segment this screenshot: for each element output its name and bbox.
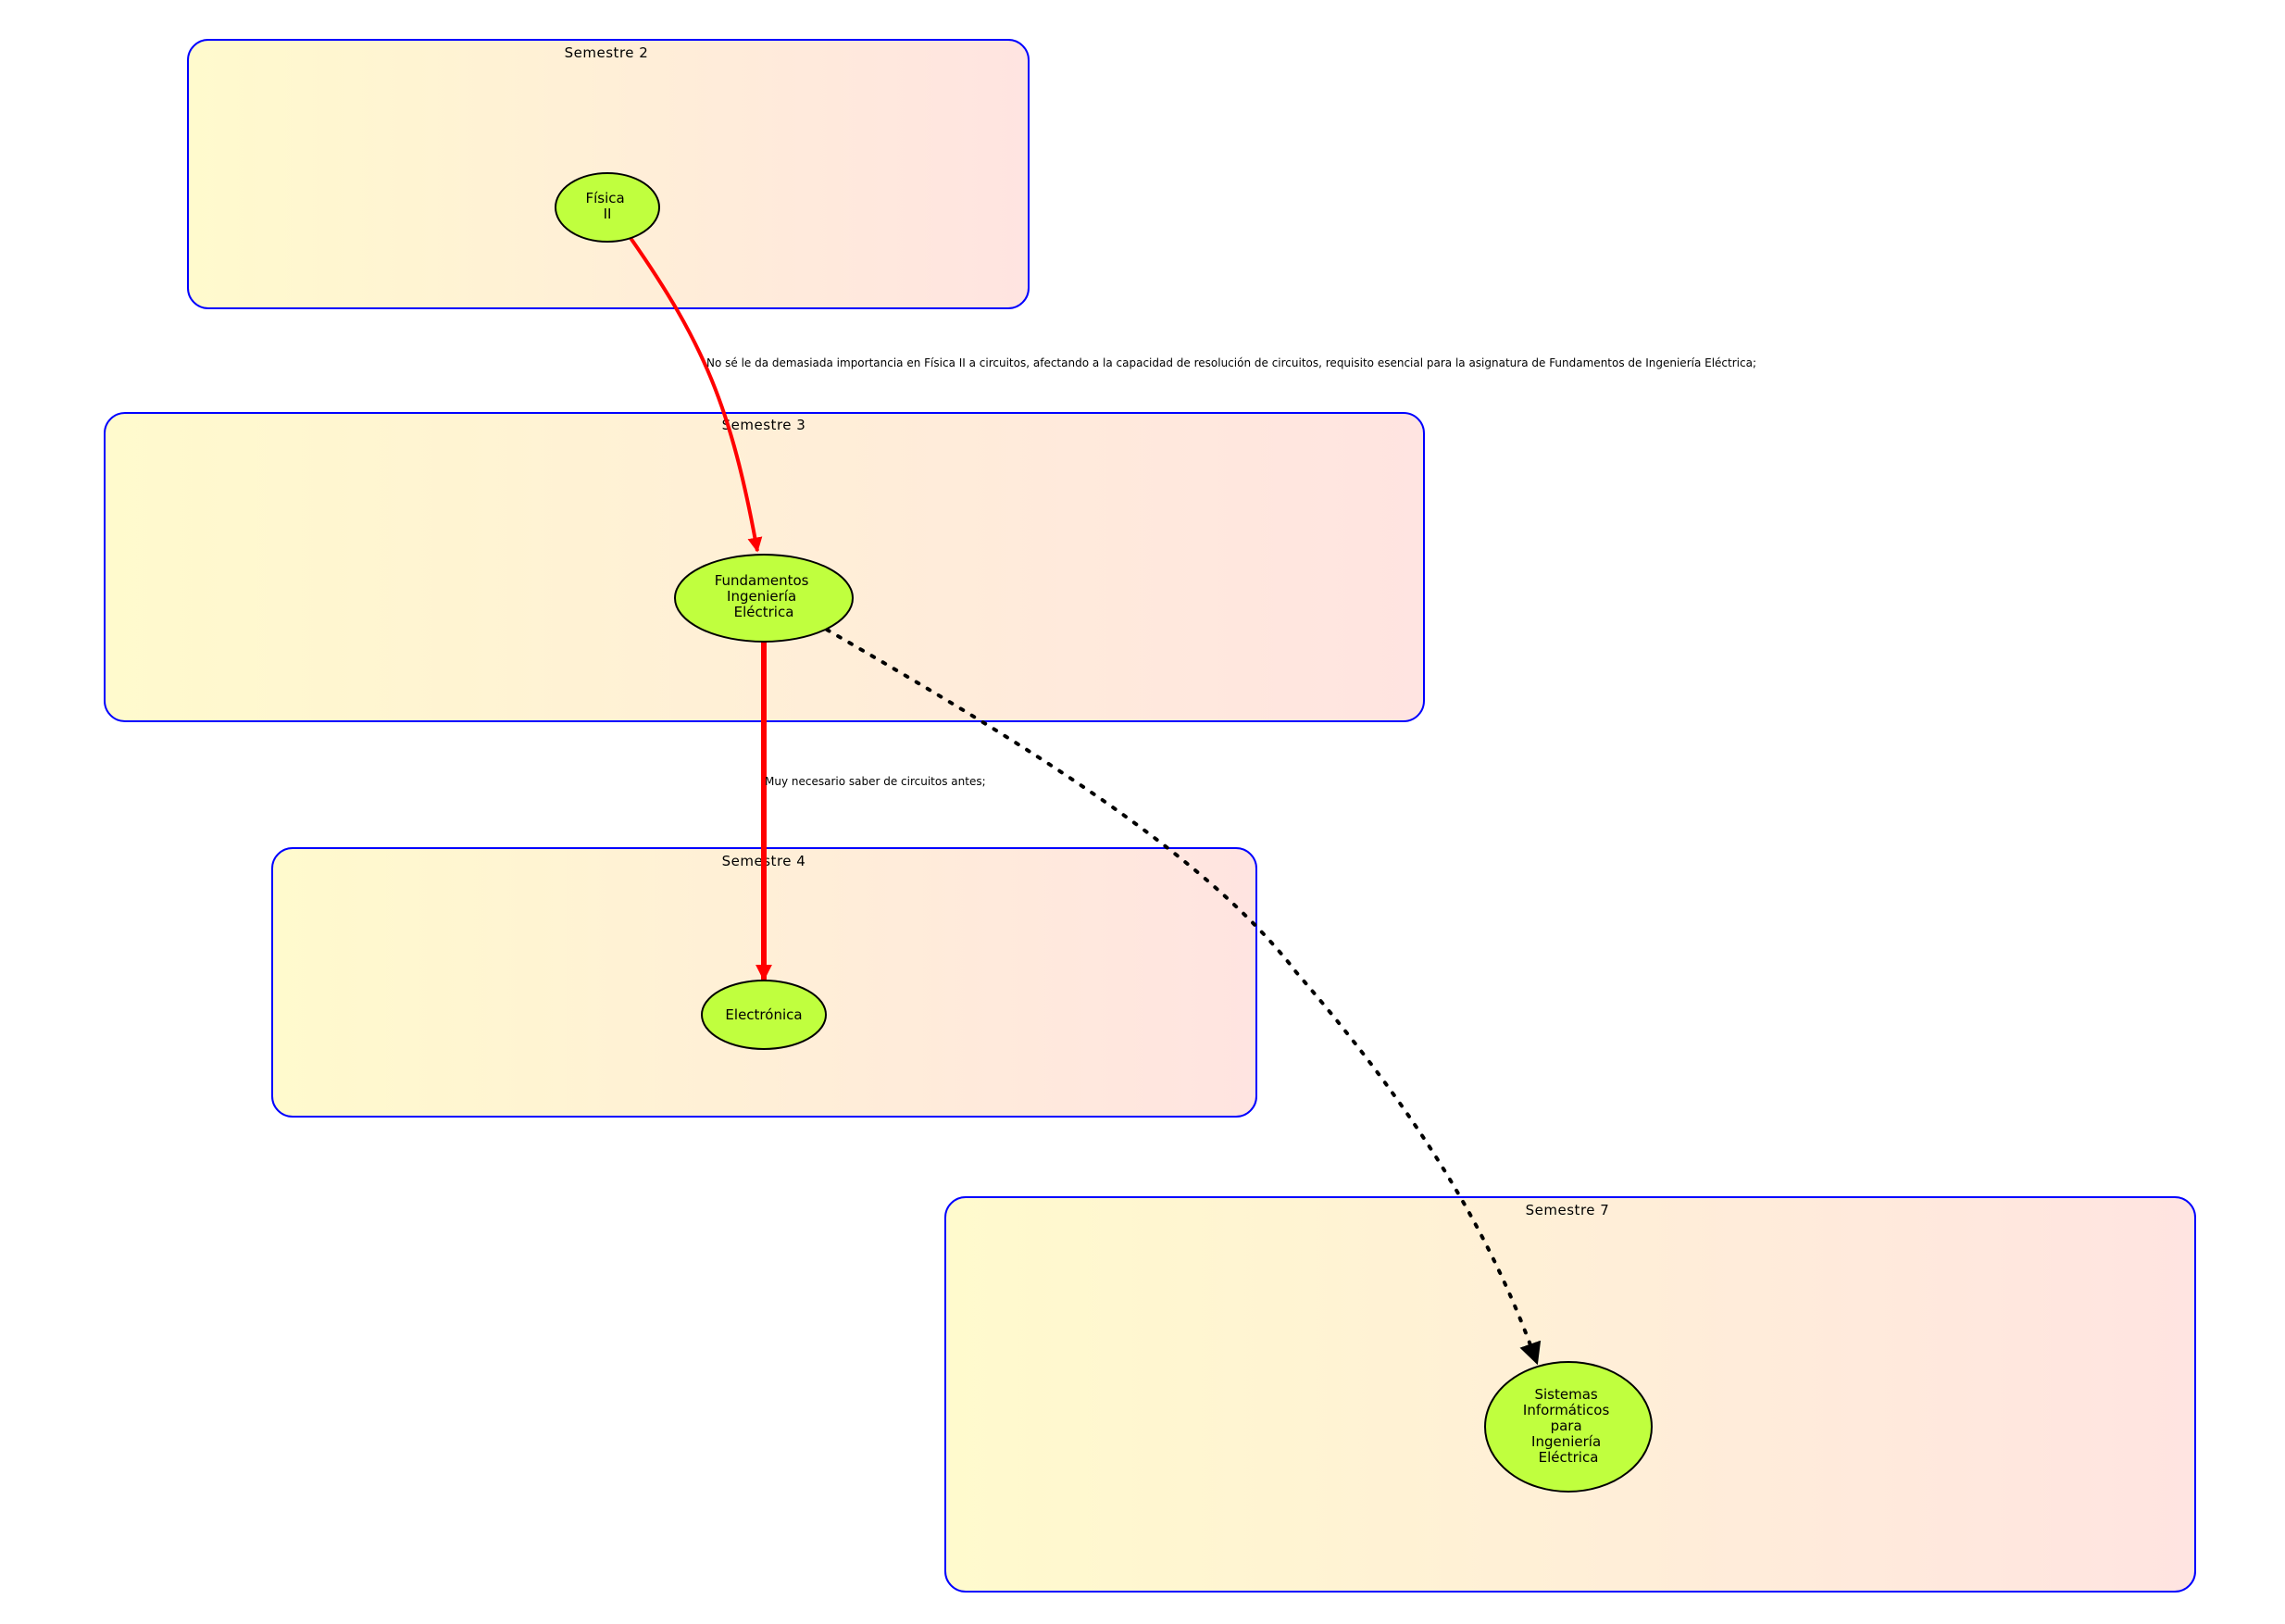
cluster-semestre-2-label: Semestre 2 <box>565 44 649 61</box>
edge-fie-to-siie <box>825 628 1542 1366</box>
cluster-semestre-3-label: Semestre 3 <box>722 417 806 433</box>
edge-fisica2-to-fie-label: No sé le da demasiada importancia en Fís… <box>706 356 1756 369</box>
node-electronica-label: Electrónica <box>725 1006 802 1023</box>
node-sistemas-informaticos-shape <box>1484 1361 1653 1493</box>
node-fundamentos-ingenieria-electrica-shape <box>674 554 854 643</box>
node-electronica[interactable]: Electrónica <box>701 980 827 1050</box>
node-fundamentos-ingenieria-electrica-label: Fundamentos Ingeniería Eléctrica <box>715 572 814 620</box>
edge-fisica2-to-fie-line <box>629 236 763 553</box>
edge-fie-to-electronica-label: Muy necesario saber de circuitos antes; <box>765 775 986 788</box>
cluster-semestre-7-label: Semestre 7 <box>1526 1202 1610 1218</box>
node-fundamentos-ingenieria-electrica[interactable]: Fundamentos Ingeniería Eléctrica <box>674 554 854 643</box>
node-sistemas-informaticos[interactable]: Sistemas Informáticos para Ingeniería El… <box>1484 1361 1653 1493</box>
node-electronica-shape <box>701 980 827 1050</box>
node-fisica-ii[interactable]: Física II <box>555 172 660 243</box>
edge-fisica2-to-fie: No sé le da demasiada importancia en Fís… <box>629 236 1756 553</box>
node-fisica-ii-shape <box>555 172 660 243</box>
edge-fie-to-siie-line <box>825 628 1542 1366</box>
node-fisica-ii-label: Física II <box>586 190 630 222</box>
node-sistemas-informaticos-label: Sistemas Informáticos para Ingeniería El… <box>1523 1386 1614 1466</box>
edge-fie-to-electronica: Muy necesario saber de circuitos antes; <box>755 642 986 981</box>
